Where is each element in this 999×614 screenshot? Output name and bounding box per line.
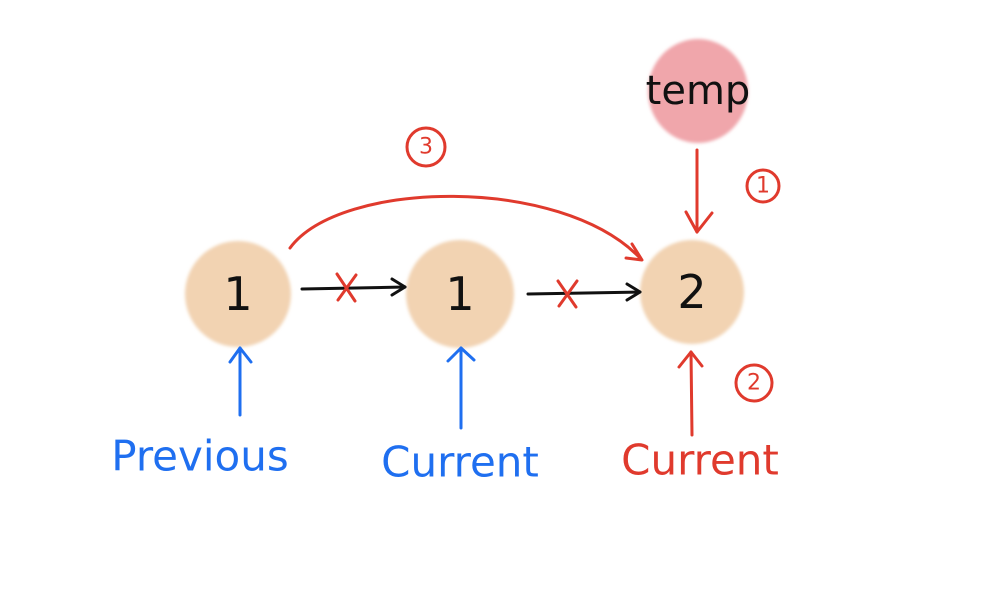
link-1-to-2-line	[300, 285, 407, 291]
link-2-to-3-arrowhead	[625, 282, 642, 302]
step-1-badge: 1	[745, 168, 781, 204]
node-1-label: 1	[223, 267, 252, 321]
node-3: 2	[640, 240, 744, 344]
link-1-to-2	[300, 272, 407, 303]
link-1-to-2-arrowhead	[390, 277, 407, 297]
previous-pointer-arrow	[228, 346, 253, 417]
new-link-1-to-3	[288, 194, 644, 262]
new-link-curve	[288, 194, 642, 260]
link-2-to-3	[526, 279, 642, 309]
current-new-pointer-arrow	[677, 350, 704, 437]
broken-link-1-icon	[335, 272, 358, 303]
current-old-arrow-head	[446, 346, 476, 363]
current-new-label: Current	[621, 436, 779, 485]
step-2-label: 2	[747, 371, 761, 396]
step-3-circle	[405, 126, 447, 168]
current-old-label: Current	[381, 438, 539, 487]
step-2-circle	[734, 363, 774, 403]
current-old-pointer-arrow	[446, 346, 476, 430]
broken-link-2-icon	[556, 279, 579, 309]
previous-arrow-head	[228, 346, 253, 364]
current-new-arrow-line	[689, 350, 694, 437]
previous-label: Previous	[111, 432, 289, 481]
node-2: 1	[406, 240, 514, 348]
step-1-circle	[745, 168, 781, 204]
current-new-arrow-head	[677, 350, 704, 369]
temp-label: temp	[646, 68, 751, 114]
temp-circle	[648, 39, 748, 143]
temp-node: temp	[646, 39, 751, 143]
temp-to-node-3-arrow	[684, 148, 714, 234]
node-1-circle	[185, 241, 291, 347]
node-3-circle	[640, 240, 744, 344]
node-2-circle	[406, 240, 514, 348]
node-1: 1	[185, 241, 291, 347]
step-1-label: 1	[756, 174, 770, 199]
step-2-badge: 2	[734, 363, 774, 403]
new-link-arrowhead	[624, 242, 644, 262]
node-3-label: 2	[677, 265, 706, 319]
step-3-label: 3	[419, 135, 433, 160]
link-2-to-3-line	[526, 290, 642, 296]
step-3-badge: 3	[405, 126, 447, 168]
temp-arrow-head	[684, 210, 714, 234]
node-2-label: 1	[445, 267, 474, 321]
